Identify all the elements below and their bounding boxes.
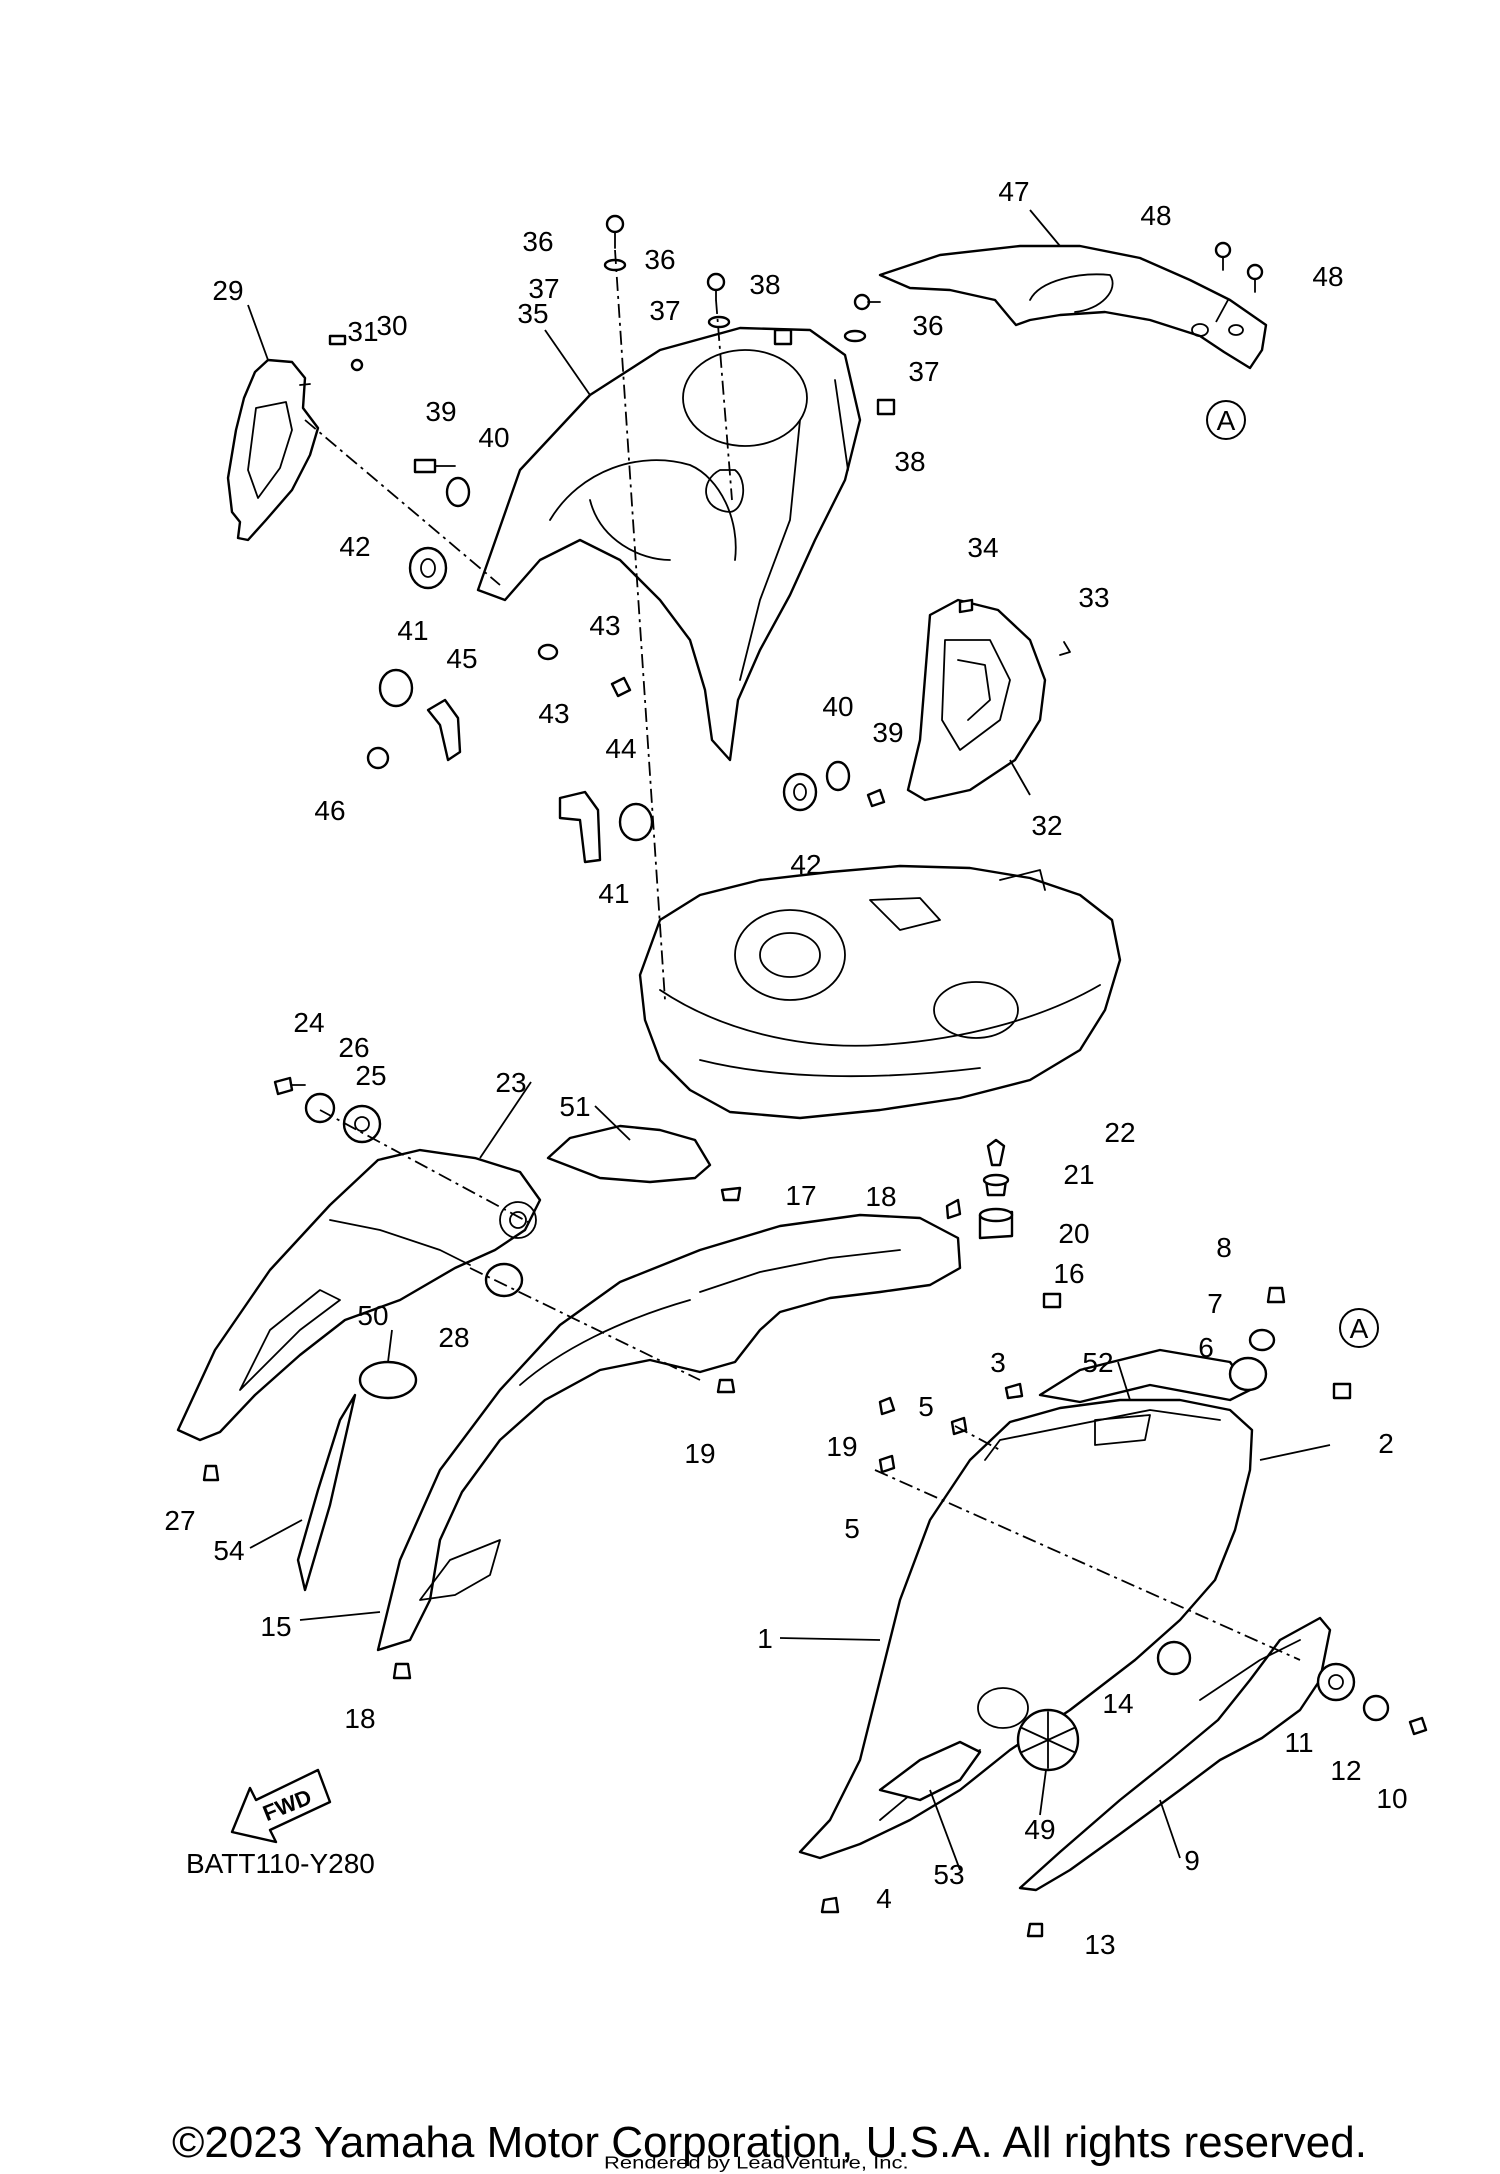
callout-37: 37 bbox=[528, 273, 559, 304]
callout-6: 6 bbox=[1198, 1332, 1214, 1363]
decals bbox=[296, 1124, 712, 1592]
part-15-side-panel bbox=[376, 1213, 962, 1652]
rendered-by-notice: Rendered by LeadVenture, Inc. bbox=[604, 2152, 909, 2173]
callout-42: 42 bbox=[790, 849, 821, 880]
callout-18: 18 bbox=[344, 1703, 375, 1734]
callout-19: 19 bbox=[826, 1431, 857, 1462]
copyright-notice: ©2023 Yamaha Motor Corporation, U.S.A. A… bbox=[172, 2118, 1367, 2167]
callout-48: 48 bbox=[1312, 261, 1343, 292]
callout-21: 21 bbox=[1063, 1159, 1094, 1190]
callout-36: 36 bbox=[644, 244, 675, 275]
part-54-decal bbox=[296, 1393, 357, 1592]
callout-50: 50 bbox=[357, 1300, 388, 1331]
callout-8: 8 bbox=[1216, 1232, 1232, 1263]
callout-22: 22 bbox=[1104, 1117, 1135, 1148]
callout-34: 34 bbox=[967, 532, 998, 563]
callout-43: 43 bbox=[538, 698, 569, 729]
reference-marks: A A bbox=[1206, 400, 1379, 1348]
callout-13: 13 bbox=[1084, 1929, 1115, 1960]
callout-52: 52 bbox=[1082, 1347, 1113, 1378]
callout-42: 42 bbox=[339, 531, 370, 562]
part-35-tank-cover bbox=[476, 326, 862, 762]
callout-40: 40 bbox=[478, 422, 509, 453]
part-23-shroud bbox=[176, 1148, 542, 1442]
part-53-guard bbox=[878, 1740, 982, 1802]
callout-53: 53 bbox=[933, 1859, 964, 1890]
fasteners bbox=[202, 214, 1428, 1938]
fuel-tank bbox=[638, 864, 1122, 1120]
callout-23: 23 bbox=[495, 1067, 526, 1098]
callout-11: 11 bbox=[1284, 1727, 1313, 1758]
ref-mark-a-top: A bbox=[1217, 405, 1236, 436]
part-1-side-panel bbox=[798, 1398, 1254, 1860]
callout-5: 5 bbox=[844, 1513, 860, 1544]
callout-31: 31 bbox=[347, 316, 378, 347]
part-9-shroud bbox=[1018, 1616, 1332, 1892]
callout-41: 41 bbox=[598, 878, 629, 909]
callout-54: 54 bbox=[213, 1535, 244, 1566]
assembly-lines bbox=[304, 249, 1301, 1661]
callout-16: 16 bbox=[1053, 1258, 1084, 1289]
callout-27: 27 bbox=[164, 1505, 195, 1536]
callout-38: 38 bbox=[894, 446, 925, 477]
callout-36: 36 bbox=[912, 310, 943, 341]
callout-17: 17 bbox=[785, 1180, 816, 1211]
callout-35: 35 bbox=[517, 298, 548, 329]
callout-26: 26 bbox=[338, 1032, 369, 1063]
callout-25: 25 bbox=[355, 1060, 386, 1091]
ref-mark-a-bottom: A bbox=[1350, 1313, 1369, 1344]
callout-36: 36 bbox=[522, 226, 553, 257]
part-32-side-cover bbox=[906, 598, 1047, 802]
callout-46: 46 bbox=[314, 795, 345, 826]
leader-lines bbox=[247, 209, 1331, 1871]
callout-7: 7 bbox=[1207, 1288, 1223, 1319]
callout-2: 2 bbox=[1378, 1428, 1394, 1459]
callout-37: 37 bbox=[649, 295, 680, 326]
callout-40: 40 bbox=[822, 691, 853, 722]
callout-47: 47 bbox=[998, 176, 1029, 207]
callout-24: 24 bbox=[293, 1007, 324, 1038]
callout-44: 44 bbox=[605, 733, 636, 764]
callout-5: 5 bbox=[918, 1391, 934, 1422]
grommet-stack-20-22 bbox=[978, 1138, 1014, 1240]
callout-41: 41 bbox=[397, 615, 428, 646]
callout-18: 18 bbox=[865, 1181, 896, 1212]
callout-4: 4 bbox=[876, 1883, 892, 1914]
callout-45: 45 bbox=[446, 643, 477, 674]
callout-33: 33 bbox=[1078, 582, 1109, 613]
callout-39: 39 bbox=[872, 717, 903, 748]
callout-48: 48 bbox=[1140, 200, 1171, 231]
part-47-rear-cover bbox=[878, 244, 1268, 370]
callout-37: 37 bbox=[908, 356, 939, 387]
callout-19: 19 bbox=[684, 1438, 715, 1469]
part-49-emblem bbox=[1016, 1708, 1080, 1772]
callout-28: 28 bbox=[438, 1322, 469, 1353]
callout-14: 14 bbox=[1102, 1688, 1133, 1719]
callout-39: 39 bbox=[425, 396, 456, 427]
callout-43: 43 bbox=[589, 610, 620, 641]
callout-30: 30 bbox=[376, 310, 407, 341]
callout-32: 32 bbox=[1031, 810, 1062, 841]
callout-20: 20 bbox=[1058, 1218, 1089, 1249]
callout-15: 15 bbox=[260, 1611, 291, 1642]
part-29-side-cover bbox=[226, 358, 320, 542]
part-51-pad bbox=[546, 1124, 712, 1184]
forward-arrow: FWD bbox=[230, 1768, 332, 1844]
callout-49: 49 bbox=[1024, 1814, 1055, 1845]
diagram-code: BATT110-Y280 bbox=[186, 1848, 375, 1879]
callout-1: 1 bbox=[757, 1623, 773, 1654]
callout-29: 29 bbox=[212, 275, 243, 306]
part-50-emblem bbox=[358, 1360, 418, 1400]
callout-12: 12 bbox=[1330, 1755, 1361, 1786]
callout-10: 10 bbox=[1376, 1783, 1407, 1814]
part-52-bracket bbox=[1038, 1348, 1252, 1404]
callout-9: 9 bbox=[1184, 1845, 1200, 1876]
callout-3: 3 bbox=[990, 1347, 1006, 1378]
callout-38: 38 bbox=[749, 269, 780, 300]
callout-51: 51 bbox=[559, 1091, 590, 1122]
